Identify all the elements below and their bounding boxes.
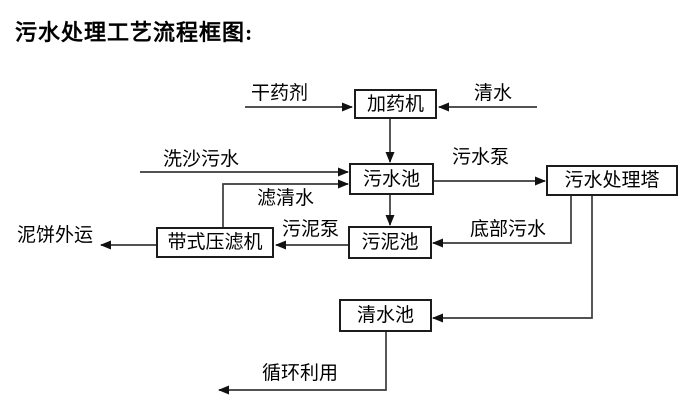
node-sludge-pool: 污泥池 bbox=[348, 226, 432, 259]
flow-label-recycle-use: 循环利用 bbox=[262, 363, 339, 384]
node-belt-filter-press-label: 带式压滤机 bbox=[167, 232, 263, 253]
node-clean-water-pool-label: 清水池 bbox=[356, 305, 414, 326]
page-title: 污水处理工艺流程框图: bbox=[15, 20, 254, 45]
node-treatment-tower: 污水处理塔 bbox=[546, 165, 678, 196]
edge-clean-water-pool-to-recycle bbox=[218, 332, 387, 395]
node-sludge-pool-label: 污泥池 bbox=[361, 232, 419, 253]
node-treatment-tower-label: 污水处理塔 bbox=[564, 170, 660, 191]
flow-label-sewage-pump: 污水泵 bbox=[452, 147, 510, 168]
edge-treatment-tower-to-clean-water-pool bbox=[432, 196, 593, 323]
flow-label-clean-water: 清水 bbox=[474, 83, 513, 104]
flow-label-filtered-water: 滤清水 bbox=[257, 188, 315, 209]
flow-label-bottom-sewage: 底部污水 bbox=[470, 219, 547, 240]
edge-filtered-water-to-sewage-pool bbox=[222, 179, 349, 227]
node-belt-filter-press: 带式压滤机 bbox=[156, 227, 274, 258]
node-clean-water-pool: 清水池 bbox=[339, 299, 432, 332]
node-dosing-machine-label: 加药机 bbox=[366, 93, 424, 115]
flow-label-dry-agent: 干药剂 bbox=[251, 83, 309, 104]
edge-bottom-sewage-to-sludge-pool bbox=[432, 196, 572, 248]
node-sewage-pool: 污水池 bbox=[349, 163, 434, 195]
flow-label-sludge-pump: 污泥泵 bbox=[282, 219, 340, 240]
flow-label-mud-cake-out: 泥饼外运 bbox=[17, 225, 94, 246]
node-sewage-pool-label: 污水池 bbox=[362, 168, 420, 190]
flow-label-sand-wash-sewage: 洗沙污水 bbox=[163, 149, 240, 170]
node-dosing-machine: 加药机 bbox=[354, 89, 437, 119]
